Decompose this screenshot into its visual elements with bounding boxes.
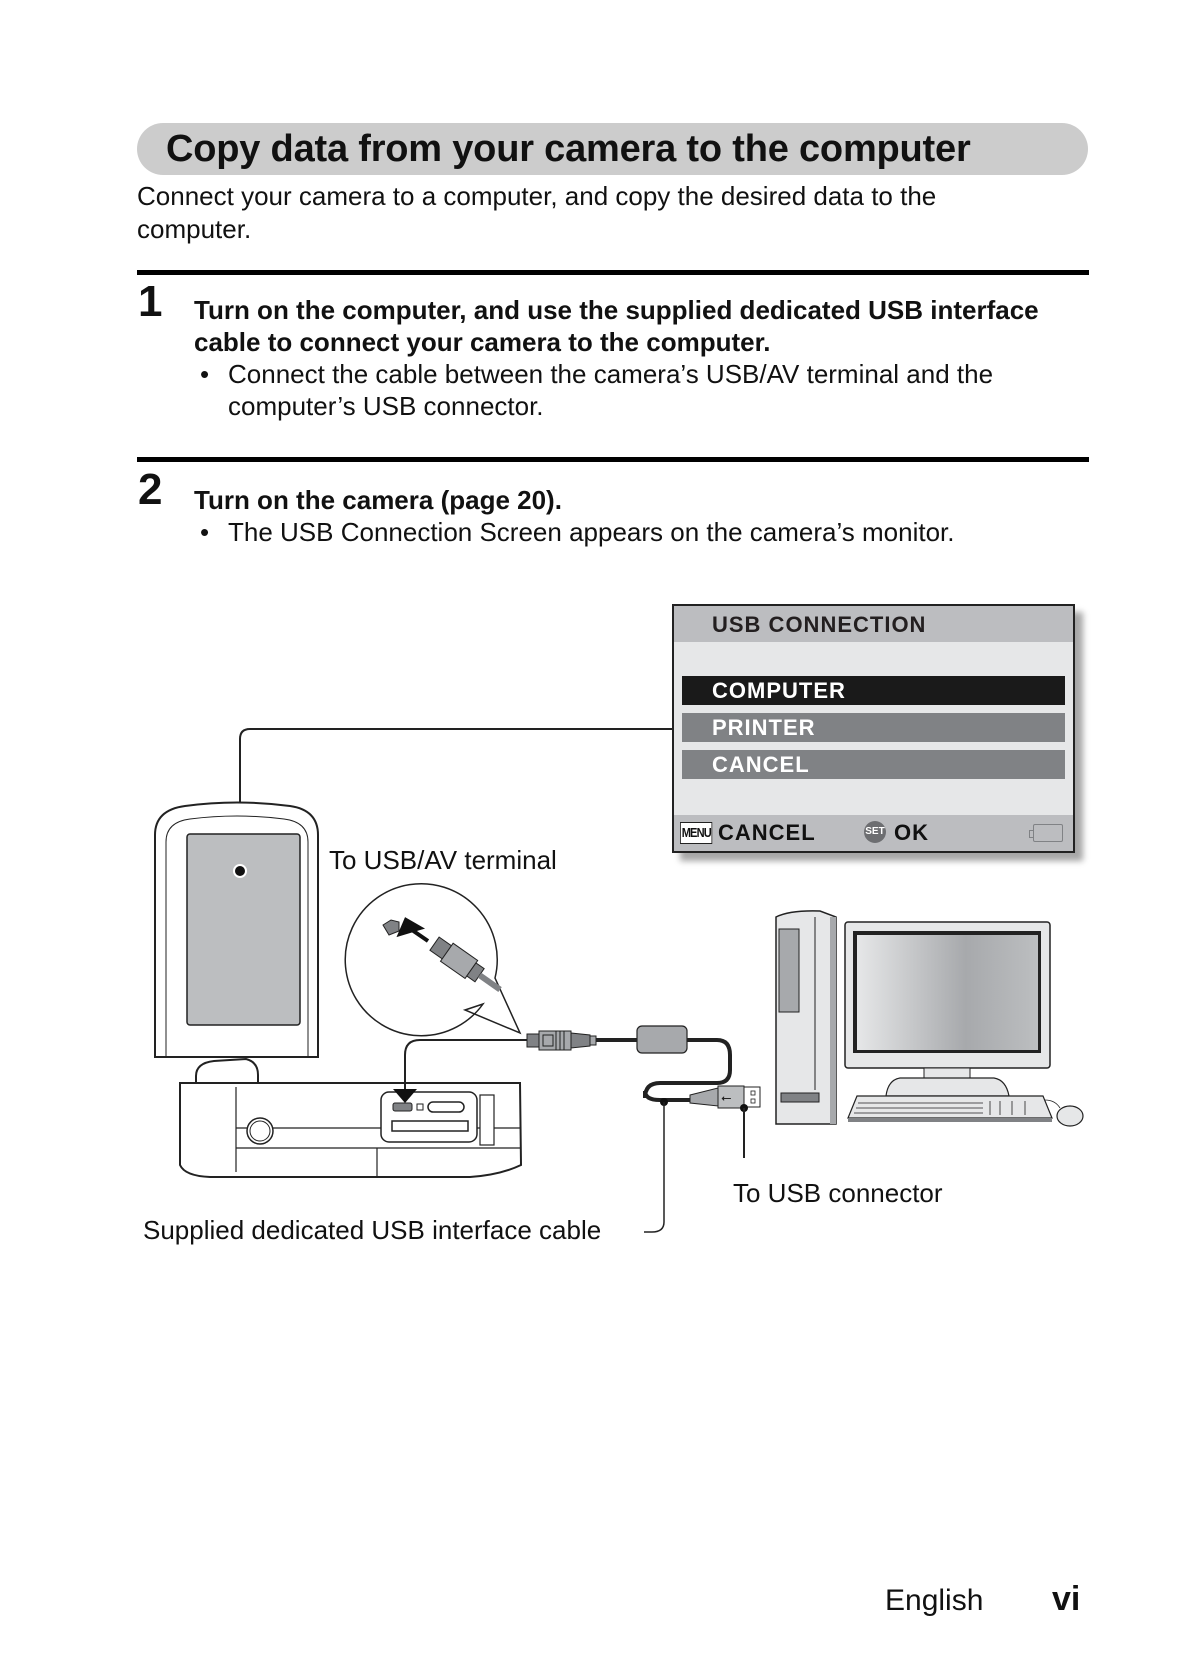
menu-item-computer[interactable]: COMPUTER [682, 676, 1065, 705]
menu-item-label: CANCEL [712, 752, 810, 777]
step-1-heading: Turn on the computer, and use the suppli… [194, 294, 1094, 358]
mouse-icon [1056, 1105, 1084, 1127]
camera-lcd [186, 833, 301, 1026]
insert-arrow-line [404, 1039, 527, 1093]
usb-connection-screen: USB CONNECTION COMPUTER PRINTER CANCEL M… [672, 604, 1075, 853]
label-usb-cable: Supplied dedicated USB interface cable [143, 1215, 602, 1245]
camera-button [246, 1117, 274, 1145]
camera-illustration [154, 801, 523, 1178]
label-usb-av-terminal: To USB/AV terminal [329, 845, 557, 875]
computer-tower-illustration [775, 910, 837, 1125]
step-1-bullet: • Connect the cable between the camera’s … [200, 358, 993, 390]
set-key-icon: SET [864, 821, 886, 843]
step-2-bullet-line-1: The USB Connection Screen appears on the… [228, 517, 955, 547]
label-usb-connector: To USB connector [733, 1178, 943, 1208]
step-1-bullet-line-1: Connect the cable between the camera’s U… [228, 359, 994, 389]
usb-av-port [392, 1102, 413, 1112]
monitor-screen [857, 935, 1038, 1050]
camera-port-panel [380, 1091, 478, 1143]
step-1-heading-line-2: cable to connect your camera to the comp… [194, 327, 771, 357]
leader-dot [233, 864, 247, 878]
usb-screen-header: USB CONNECTION [674, 606, 1073, 642]
step-1-number: 1 [138, 277, 163, 326]
bullet-icon: • [200, 359, 210, 389]
usb-screen-footer: MENU CANCEL SET OK [674, 815, 1073, 851]
leader-line-screen [239, 728, 672, 870]
footer-cancel-label: CANCEL [718, 820, 816, 845]
down-arrow-icon [393, 1089, 417, 1103]
usb-screen-title: USB CONNECTION [712, 612, 927, 637]
arrow-icon [396, 917, 430, 943]
menu-key-icon: MENU [680, 822, 713, 844]
title-banner [137, 123, 1088, 175]
footer-language: English [885, 1584, 984, 1617]
monitor-illustration [844, 921, 1084, 1127]
footer-ok-label: OK [894, 820, 929, 845]
battery-icon [1029, 824, 1063, 842]
port-icon [382, 919, 400, 936]
bullet-icon: • [200, 517, 210, 547]
step-1-divider [137, 270, 1089, 275]
usb-cable: ⭠ [526, 1025, 761, 1109]
intro-line-1: Connect your camera to a computer, and c… [137, 181, 937, 211]
step-2-number: 2 [138, 465, 163, 514]
intro-line-2: computer. [137, 214, 252, 244]
camera-screen-bezel [165, 815, 309, 1057]
card-slot [391, 1120, 469, 1132]
step-2-divider [137, 457, 1089, 462]
menu-item-label: COMPUTER [712, 678, 846, 703]
intro-text: Connect your camera to a computer, and c… [137, 180, 1037, 246]
step-1-heading-line-1: Turn on the computer, and use the suppli… [194, 295, 1039, 325]
menu-item-cancel[interactable]: CANCEL [682, 750, 1065, 779]
page-number: vi [1052, 1580, 1081, 1618]
mini-usb-plug-icon [429, 936, 502, 993]
leader-line-cable [644, 1102, 665, 1233]
step-2-heading: Turn on the camera (page 20). [194, 485, 562, 515]
step-1-bullet-line-2: computer’s USB connector. [228, 391, 544, 421]
keyboard-icon [847, 1095, 1053, 1119]
hdmi-port [427, 1101, 465, 1113]
menu-item-printer[interactable]: PRINTER [682, 713, 1065, 742]
usb-symbol-icon: ⭠ [721, 1091, 731, 1106]
menu-item-label: PRINTER [712, 715, 816, 740]
step-2-bullet: • The USB Connection Screen appears on th… [200, 516, 954, 548]
ferrite-core [636, 1025, 688, 1054]
page-title: Copy data from your camera to the comput… [166, 128, 971, 170]
magnifier-bubble [344, 882, 522, 1037]
